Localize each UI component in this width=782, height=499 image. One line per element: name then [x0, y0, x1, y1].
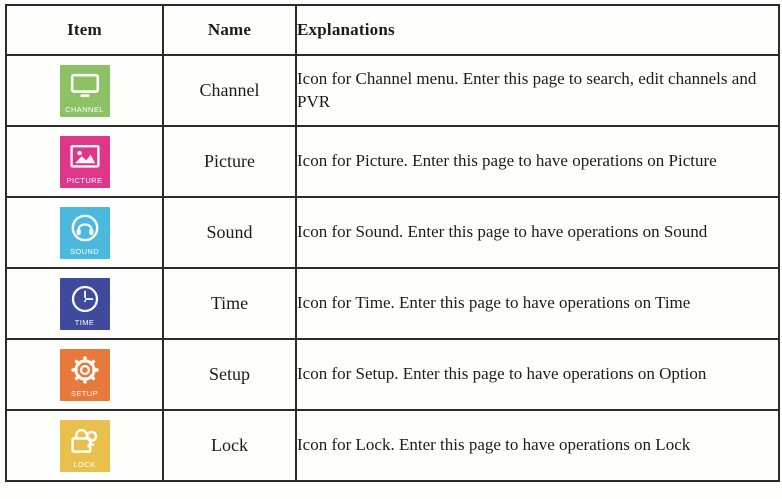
table-header: Item Name Explanations	[5, 4, 780, 56]
cell-name: Sound	[162, 196, 297, 269]
setup-icon: SETUP	[59, 348, 110, 401]
cell-item: LOCK	[5, 409, 164, 482]
cell-item: PICTURE	[5, 125, 164, 198]
tile-label: TIME	[74, 317, 95, 327]
cell-explanation: Icon for Sound. Enter this page to have …	[295, 196, 780, 269]
gear-glyph-icon	[60, 354, 110, 386]
sound-icon: SOUND	[59, 206, 110, 259]
cell-item: TIME	[5, 267, 164, 340]
cell-name: Lock	[162, 409, 297, 482]
photo-glyph-icon	[60, 141, 110, 173]
cell-name: Channel	[162, 54, 297, 127]
cell-explanation: Icon for Picture. Enter this page to hav…	[295, 125, 780, 198]
header-row: Item Name Explanations	[5, 4, 780, 56]
column-header-item: Item	[5, 4, 164, 56]
clock-glyph-icon	[60, 283, 110, 315]
monitor-glyph-icon	[60, 70, 110, 102]
lock-icon: LOCK	[59, 419, 110, 472]
column-header-explanations: Explanations	[295, 4, 780, 56]
tile-label: SETUP	[70, 388, 98, 398]
headphones-glyph-icon	[60, 212, 110, 244]
tile-label: LOCK	[73, 459, 96, 469]
cell-name: Time	[162, 267, 297, 340]
cell-item: SOUND	[5, 196, 164, 269]
tile-label: PICTURE	[66, 175, 103, 185]
picture-icon: PICTURE	[59, 135, 110, 188]
cell-item: SETUP	[5, 338, 164, 411]
cell-explanation: Icon for Channel menu. Enter this page t…	[295, 54, 780, 127]
cell-explanation: Icon for Setup. Enter this page to have …	[295, 338, 780, 411]
time-icon: TIME	[59, 277, 110, 330]
cell-item: CHANNEL	[5, 54, 164, 127]
tile-label: CHANNEL	[65, 104, 104, 114]
cell-name: Picture	[162, 125, 297, 198]
cell-explanation: Icon for Time. Enter this page to have o…	[295, 267, 780, 340]
cell-name: Setup	[162, 338, 297, 411]
column-header-name: Name	[162, 4, 297, 56]
cell-explanation: Icon for Lock. Enter this page to have o…	[295, 409, 780, 482]
tile-label: SOUND	[69, 246, 100, 256]
channel-icon: CHANNEL	[59, 64, 110, 117]
padlock-key-glyph-icon	[60, 425, 110, 457]
